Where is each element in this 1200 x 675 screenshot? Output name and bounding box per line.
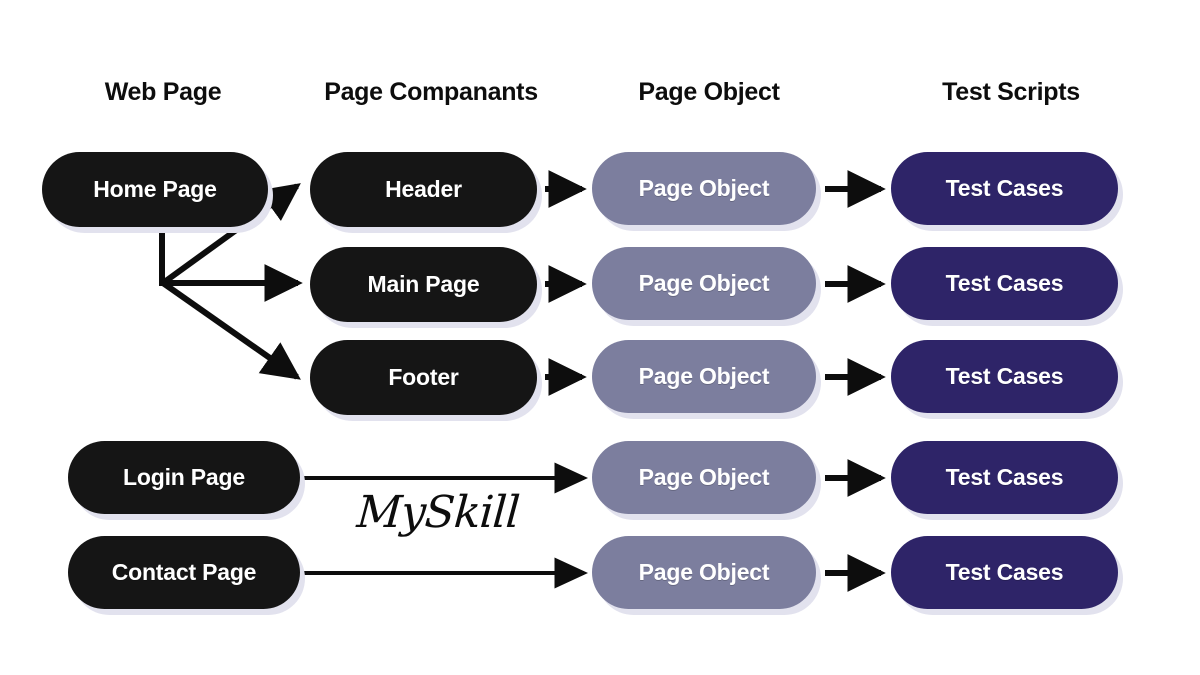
myskill-watermark: MySkill <box>355 487 521 538</box>
connector-home-to-junction <box>159 228 196 286</box>
node-label: Test Cases <box>945 464 1064 490</box>
node-test-cases-3[interactable]: Test Cases <box>891 340 1118 413</box>
node-label: Page Object <box>638 175 770 201</box>
node-footer[interactable]: Footer <box>310 340 537 415</box>
node-test-cases-2[interactable]: Test Cases <box>891 247 1118 320</box>
node-page-object-5[interactable]: Page Object <box>592 536 816 609</box>
node-label: Login Page <box>123 464 245 490</box>
node-label: Page Object <box>638 270 770 296</box>
node-test-cases-5[interactable]: Test Cases <box>891 536 1118 609</box>
node-home-page[interactable]: Home Page <box>42 152 268 227</box>
node-label: Test Cases <box>945 363 1064 389</box>
column-header-label: Page Object <box>638 78 780 106</box>
node-test-cases-4[interactable]: Test Cases <box>891 441 1118 514</box>
node-label: Test Cases <box>945 270 1064 296</box>
column-header-label: Web Page <box>104 78 222 106</box>
column-header-page-object: Page Object <box>638 78 780 107</box>
node-label: Page Object <box>638 464 770 490</box>
node-page-object-2[interactable]: Page Object <box>592 247 816 320</box>
node-contact-page[interactable]: Contact Page <box>68 536 300 609</box>
node-page-object-4[interactable]: Page Object <box>592 441 816 514</box>
node-label: Header <box>385 176 462 202</box>
node-label: Footer <box>388 364 459 390</box>
node-test-cases-1[interactable]: Test Cases <box>891 152 1118 225</box>
node-label: Contact Page <box>111 559 257 585</box>
column-header-test-scripts: Test Scripts <box>942 78 1080 107</box>
node-login-page[interactable]: Login Page <box>68 441 300 514</box>
connector-junction-to-footer <box>161 280 301 380</box>
node-label: Test Cases <box>945 175 1064 201</box>
column-header-label: Test Scripts <box>942 78 1080 106</box>
node-label: Page Object <box>638 363 770 389</box>
column-header-label: Page Companants <box>324 78 538 106</box>
node-label: Main Page <box>367 271 480 297</box>
node-label: Page Object <box>638 559 770 585</box>
column-header-web-page: Web Page <box>105 78 222 107</box>
node-page-object-1[interactable]: Page Object <box>592 152 816 225</box>
node-page-object-3[interactable]: Page Object <box>592 340 816 413</box>
node-header[interactable]: Header <box>310 152 537 227</box>
node-main-page[interactable]: Main Page <box>310 247 537 322</box>
column-header-page-companants: Page Companants <box>324 78 538 107</box>
node-label: Home Page <box>93 176 217 202</box>
node-label: Test Cases <box>945 559 1064 585</box>
